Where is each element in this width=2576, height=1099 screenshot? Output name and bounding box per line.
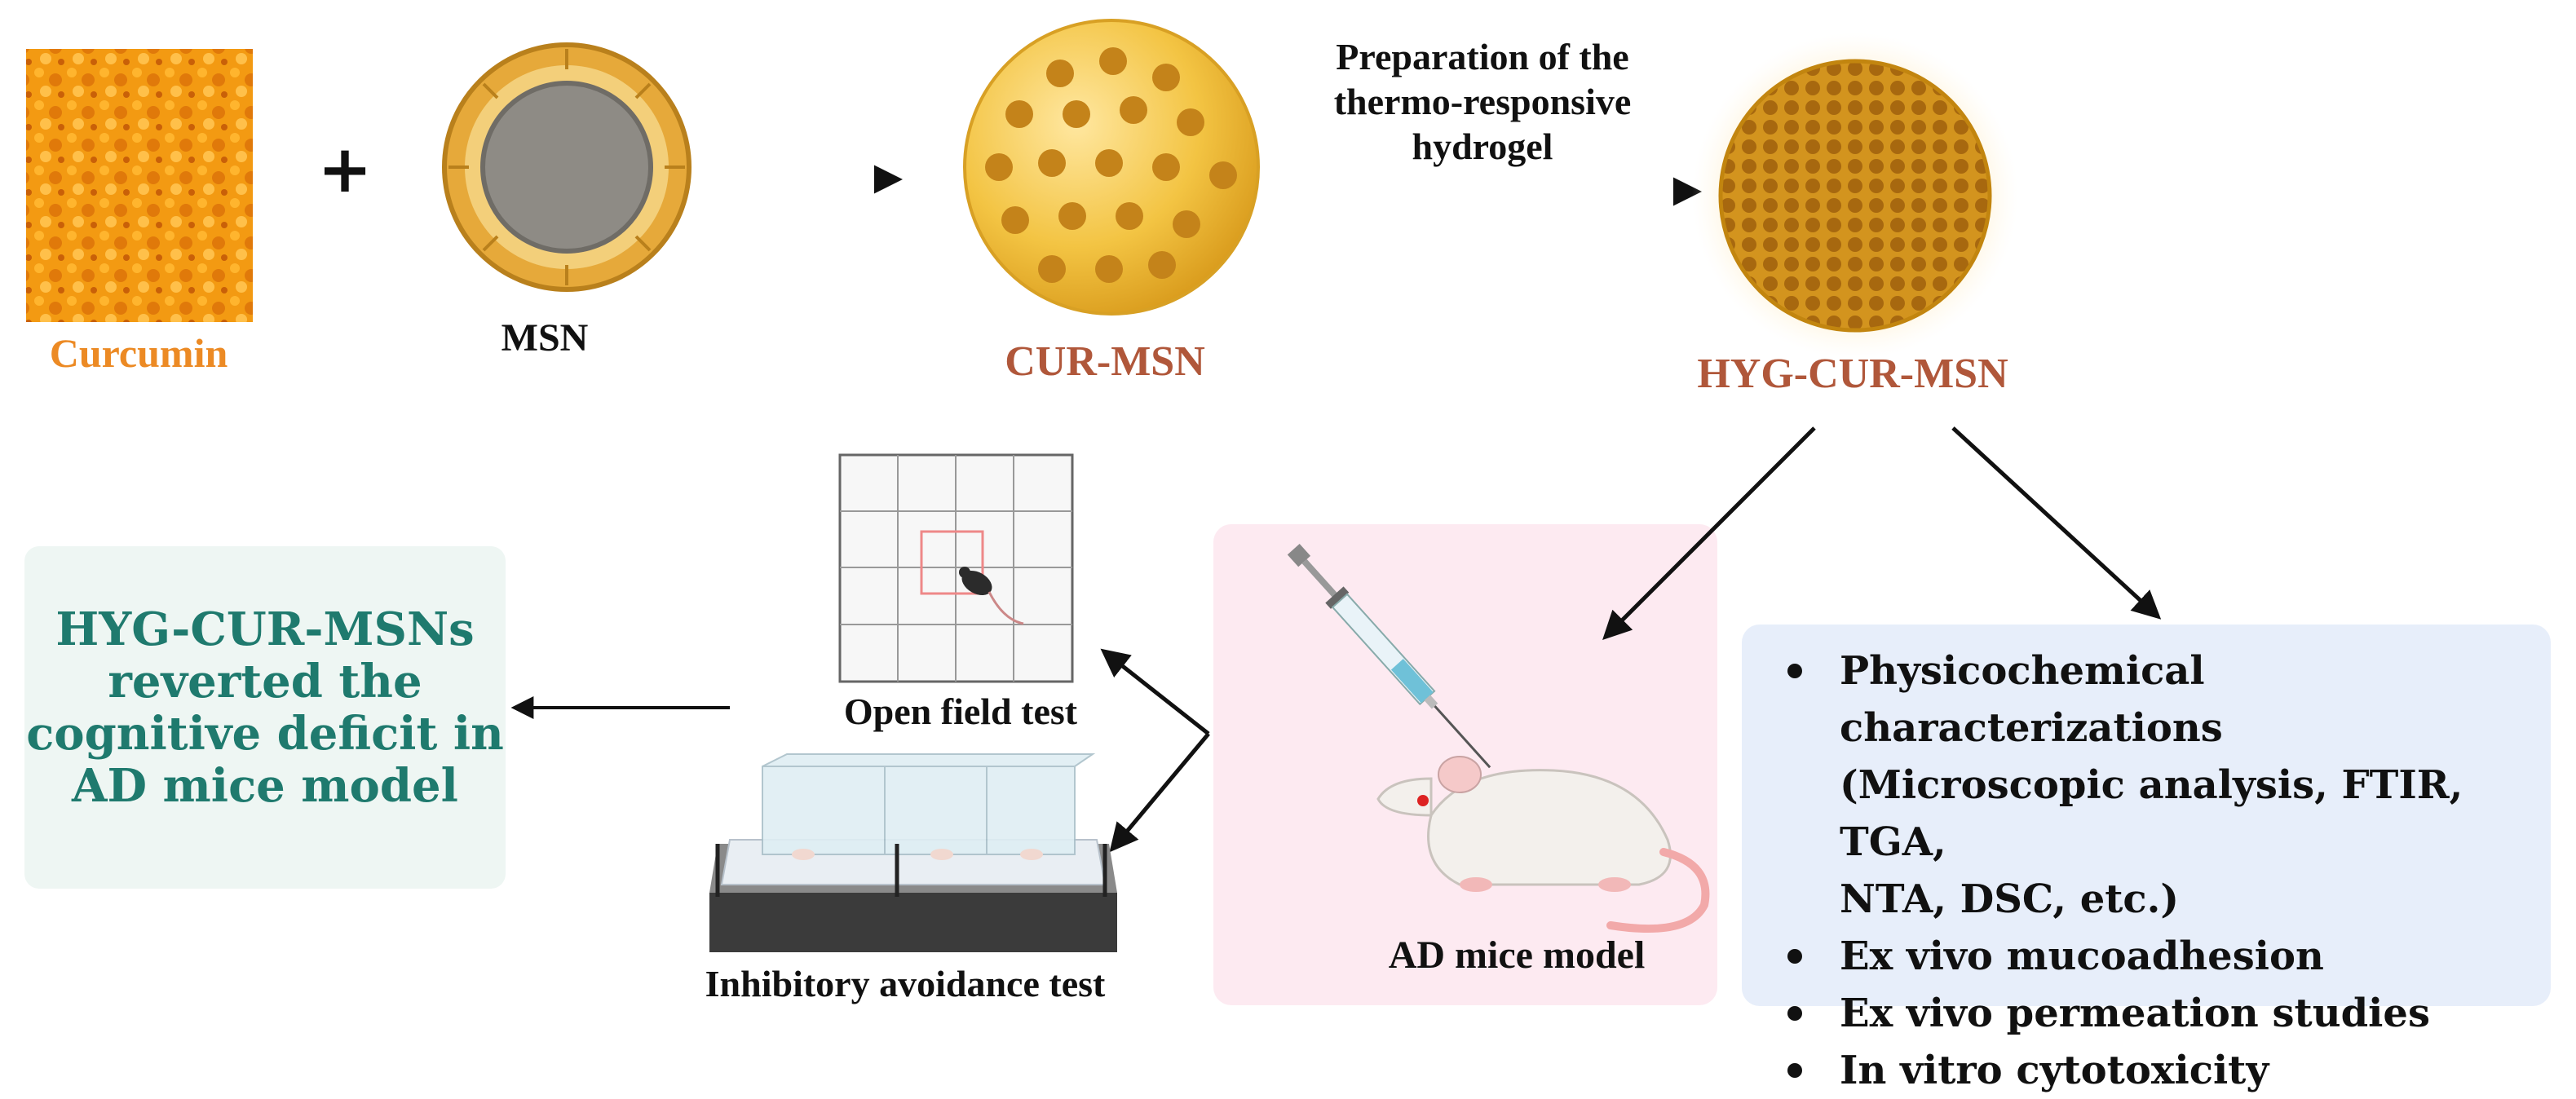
avoidance-box-icon bbox=[709, 753, 1117, 952]
inhibitory-avoidance-label: Inhibitory avoidance test bbox=[705, 963, 1106, 1004]
bullet-icon bbox=[1787, 1006, 1802, 1021]
msn-label: MSN bbox=[502, 316, 589, 360]
list-item: Ex vivo mucoadhesion bbox=[1774, 928, 2576, 985]
result-line: HYG-CUR-MSNs bbox=[55, 602, 475, 656]
bullet-icon bbox=[1787, 664, 1802, 678]
preparation-label-line3: hydrogel bbox=[1412, 126, 1553, 167]
hydrogel-particle-icon bbox=[1692, 33, 2018, 359]
curcumin-label: Curcumin bbox=[50, 330, 228, 376]
mouse-icon bbox=[1376, 756, 1710, 933]
open-field-label: Open field test bbox=[844, 691, 1078, 732]
arrow-hyg-to-mice bbox=[1602, 426, 1816, 640]
list-item-continuation: NTA, DSC, etc.) bbox=[1840, 876, 2180, 922]
arrow-mice-to-open-field bbox=[1100, 648, 1210, 735]
result-line: reverted the bbox=[108, 655, 422, 708]
arrow-mice-to-avoidance bbox=[1109, 732, 1210, 853]
msn-particle-icon bbox=[442, 42, 691, 292]
characterization-list: Physicochemical characterizations (Micro… bbox=[1774, 642, 2576, 1099]
arrow-hyg-to-characterization bbox=[1951, 426, 2162, 620]
plus-sign: + bbox=[317, 131, 372, 207]
syringe-icon bbox=[1287, 543, 1491, 769]
ad-mice-label: AD mice model bbox=[1389, 933, 1646, 977]
list-item: Physicochemical characterizations bbox=[1774, 642, 2576, 757]
result-line: cognitive deficit in bbox=[26, 707, 504, 761]
bullet-icon bbox=[1787, 949, 1802, 964]
result-text: HYG-CUR-MSNs reverted the cognitive defi… bbox=[24, 603, 506, 812]
list-item: Ex vivo permeation studies bbox=[1774, 985, 2576, 1042]
preparation-label-line2: thermo-responsive bbox=[1334, 81, 1632, 122]
result-line: AD mice model bbox=[72, 759, 458, 813]
bullet-icon bbox=[1787, 1063, 1802, 1078]
curcumin-powder-icon bbox=[26, 49, 253, 322]
open-field-grid-icon bbox=[838, 453, 1074, 683]
list-item-continuation: (Microscopic analysis, FTIR, TGA, bbox=[1840, 762, 2463, 865]
cur-msn-label: CUR-MSN bbox=[1005, 338, 1205, 385]
result-box bbox=[24, 546, 506, 889]
list-item: In vitro cytotoxicity bbox=[1774, 1042, 2576, 1099]
hyg-cur-msn-label: HYG-CUR-MSN bbox=[1697, 351, 2008, 397]
preparation-label-line1: Preparation of the bbox=[1336, 36, 1628, 77]
cur-msn-particle-icon bbox=[963, 19, 1260, 316]
characterization-box bbox=[1742, 625, 2551, 1006]
